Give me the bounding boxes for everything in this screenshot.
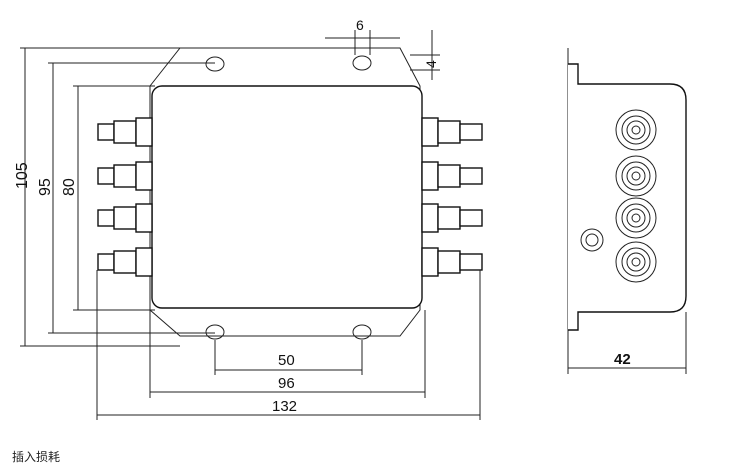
mount-hole (352, 324, 372, 340)
dim-4: 4 (423, 60, 439, 68)
terminal (97, 161, 153, 191)
caption: 插入损耗 (12, 450, 61, 464)
front-view (20, 30, 483, 420)
dim-6: 6 (356, 17, 364, 33)
dim-95: 95 (37, 178, 54, 196)
terminal (97, 247, 153, 277)
terminal (421, 203, 483, 233)
terminal (97, 203, 153, 233)
terminal (421, 247, 483, 277)
dim-42: 42 (614, 351, 631, 368)
dim-50: 50 (278, 352, 295, 369)
dim-96: 96 (278, 375, 295, 392)
terminal-end (615, 155, 657, 197)
mount-hole (205, 324, 225, 340)
dim-80: 80 (61, 178, 78, 196)
dim-132: 132 (272, 398, 297, 415)
mount-hole (352, 55, 372, 71)
terminal (421, 161, 483, 191)
terminal-end (615, 109, 657, 151)
terminal-end (615, 241, 657, 283)
terminal (97, 117, 153, 147)
terminal (421, 117, 483, 147)
terminal-end (615, 197, 657, 239)
dim-105: 105 (14, 162, 31, 189)
side-view (567, 48, 687, 374)
mount-hole (205, 56, 225, 72)
